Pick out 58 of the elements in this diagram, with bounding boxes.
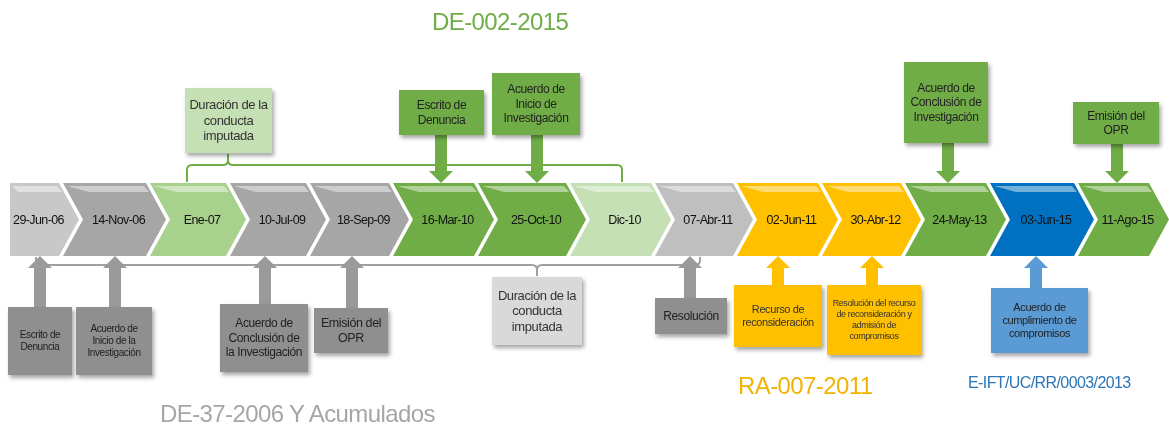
date-label: 18-Sep-09 xyxy=(337,212,390,227)
chevron-step xyxy=(393,183,494,256)
block-arrow xyxy=(28,256,52,307)
chevron-step xyxy=(230,183,326,256)
block-arrow xyxy=(429,135,453,183)
date-label: 07-Abr-11 xyxy=(683,212,733,227)
event-callout: Escrito de Denuncia xyxy=(8,307,72,375)
date-label: 14-Nov-06 xyxy=(92,212,145,227)
event-callout: Acuerdo de Conclusión de Investigación xyxy=(904,62,988,143)
date-label: 11-Ago-15 xyxy=(1101,212,1154,227)
block-arrow xyxy=(936,143,960,183)
case-number: DE-002-2015 xyxy=(432,8,569,36)
chevron-step xyxy=(478,183,586,256)
chevron-step xyxy=(570,183,671,256)
event-callout: Acuerdo de Conclusión de la Investigación xyxy=(220,304,308,372)
block-arrow xyxy=(525,135,549,183)
chevron-step xyxy=(905,183,1006,256)
event-callout: Escrito de Denuncia xyxy=(399,90,484,135)
date-label: 25-Oct-10 xyxy=(510,212,562,227)
date-label: Dic-10 xyxy=(608,212,641,227)
block-arrow xyxy=(766,256,790,285)
block-arrow xyxy=(103,256,127,307)
chevron-step xyxy=(655,183,753,256)
block-arrow xyxy=(678,256,702,298)
block-arrow xyxy=(253,256,277,304)
event-callout: Recurso de reconsideración xyxy=(734,285,822,347)
event-callout: Resolución del recurso de reconsideración y admisión de compromisos xyxy=(827,285,921,355)
chevron-step xyxy=(822,183,921,256)
date-label: 16-Mar-10 xyxy=(421,212,474,227)
event-callout: Emisión del OPR xyxy=(1073,102,1159,144)
chevron-step xyxy=(1078,183,1169,256)
date-label: 29-Jun-06 xyxy=(13,212,64,227)
chevron-step xyxy=(310,183,409,256)
chevron-step xyxy=(990,183,1094,256)
case-number: E-IFT/UC/RR/0003/2013 xyxy=(968,374,1131,392)
chevron-step xyxy=(10,183,79,256)
block-arrow xyxy=(1105,144,1129,183)
date-label: 30-Abr-12 xyxy=(850,212,901,227)
event-callout: Resolución xyxy=(655,298,727,334)
case-number: RA-007-2011 xyxy=(738,372,873,400)
date-label: Ene-07 xyxy=(183,212,221,227)
block-arrow xyxy=(860,256,884,285)
event-callout: Duración de la conducta imputada xyxy=(185,88,272,153)
date-label: 02-Jun-11 xyxy=(766,212,817,227)
event-callout: Acuerdo de cumplimiento de compromisos xyxy=(991,288,1088,353)
block-arrow xyxy=(340,256,364,308)
chevron-step xyxy=(63,183,166,256)
chevron-step xyxy=(150,183,246,256)
event-callout: Duración de la conducta imputada xyxy=(492,277,582,345)
event-callout: Emisión del OPR xyxy=(314,308,388,353)
case-number: DE-37-2006 Y Acumulados xyxy=(160,400,435,428)
date-label: 10-Jul-09 xyxy=(258,212,306,227)
block-arrow xyxy=(1024,256,1048,288)
event-callout: Acuerdo de Inicio de Investigación xyxy=(492,73,580,135)
date-label: 24-May-13 xyxy=(932,212,987,227)
event-callout: Acuerdo de Inicio de la Investigación xyxy=(76,307,152,375)
date-label: 03-Jun-15 xyxy=(1020,212,1072,227)
chevron-step xyxy=(737,183,838,256)
